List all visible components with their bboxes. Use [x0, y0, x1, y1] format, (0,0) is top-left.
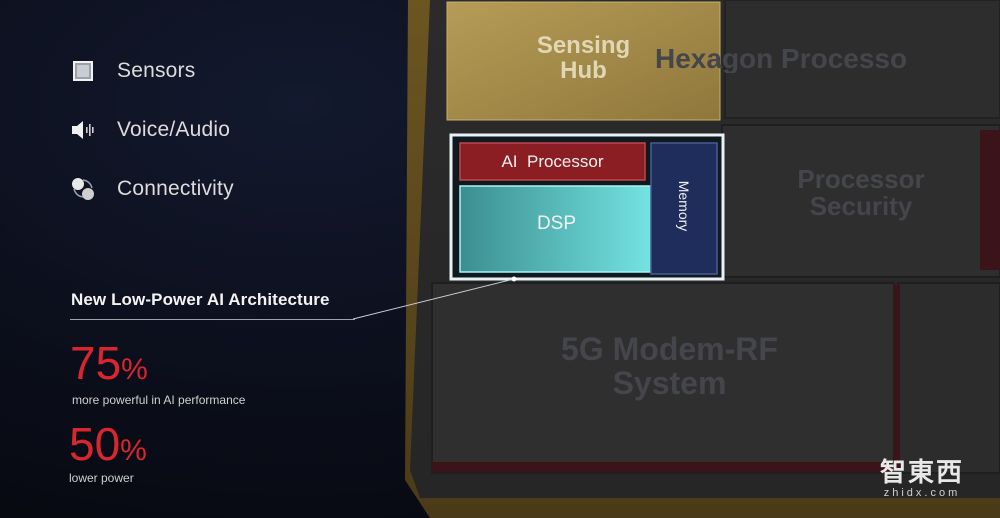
architecture-title: New Low-Power AI Architecture [71, 290, 330, 309]
security-line1: Processor [797, 164, 925, 194]
modem-line2: System [612, 364, 727, 401]
memory-label: Memory [676, 180, 692, 232]
modem-side-block [897, 282, 1000, 474]
sensing-hub-label: Sensing Hub [447, 32, 720, 85]
security-label: Processor Security [722, 164, 1000, 222]
modem-line1: 5G Modem-RF [561, 331, 778, 367]
stat-performance-caption: more powerful in AI performance [72, 393, 246, 407]
modem-divider [894, 285, 900, 471]
stat-performance-unit: % [121, 353, 148, 386]
sensing-hub-line1: Sensing [536, 32, 631, 59]
security-line2: Security [809, 191, 913, 222]
ai-processor-block [459, 142, 646, 181]
stat-performance-number: 75 [70, 337, 122, 389]
memory-block [650, 142, 718, 275]
hexagon-label: Hexagon Processo [655, 44, 908, 74]
stat-power-value: 50% [69, 421, 147, 467]
stat-power-number: 50 [69, 418, 121, 470]
sensor-square-icon [70, 58, 96, 84]
legend-item-connectivity: Connectivity [70, 174, 234, 204]
dsp-block [459, 185, 654, 273]
speaker-icon [70, 117, 96, 143]
security-divider [980, 130, 1000, 270]
zhidx-watermark: 智東西 zhidx.com [862, 452, 982, 499]
board-bottom-strip [432, 462, 892, 472]
modem-block [431, 282, 895, 474]
ai-processor-label: AI Processor [501, 152, 604, 171]
callout-line [352, 278, 515, 320]
stat-power-unit: % [120, 434, 147, 467]
legend-label-voice-audio: Voice/Audio [117, 118, 231, 141]
modem-label: 5G Modem-RF System [432, 331, 907, 401]
sensing-hub-block [446, 1, 721, 121]
watermark-logo: 智東西 [879, 457, 964, 487]
hexagon-block [724, 0, 1000, 119]
watermark-url: zhidx.com [883, 487, 961, 499]
legend-item-voice-audio: Voice/Audio [70, 115, 230, 145]
callout-dot [511, 276, 517, 282]
legend-label-sensors: Sensors [117, 59, 196, 82]
sensing-hub-line2: Hub [560, 57, 607, 85]
stat-performance-value: 75% [70, 340, 148, 386]
dsp-label: DSP [536, 213, 577, 234]
architecture-underline [70, 319, 355, 320]
connectivity-icon [70, 176, 96, 202]
legend-label-connectivity: Connectivity [117, 177, 234, 200]
legend-item-sensors: Sensors [70, 56, 195, 86]
stat-power-caption: lower power [69, 471, 134, 485]
